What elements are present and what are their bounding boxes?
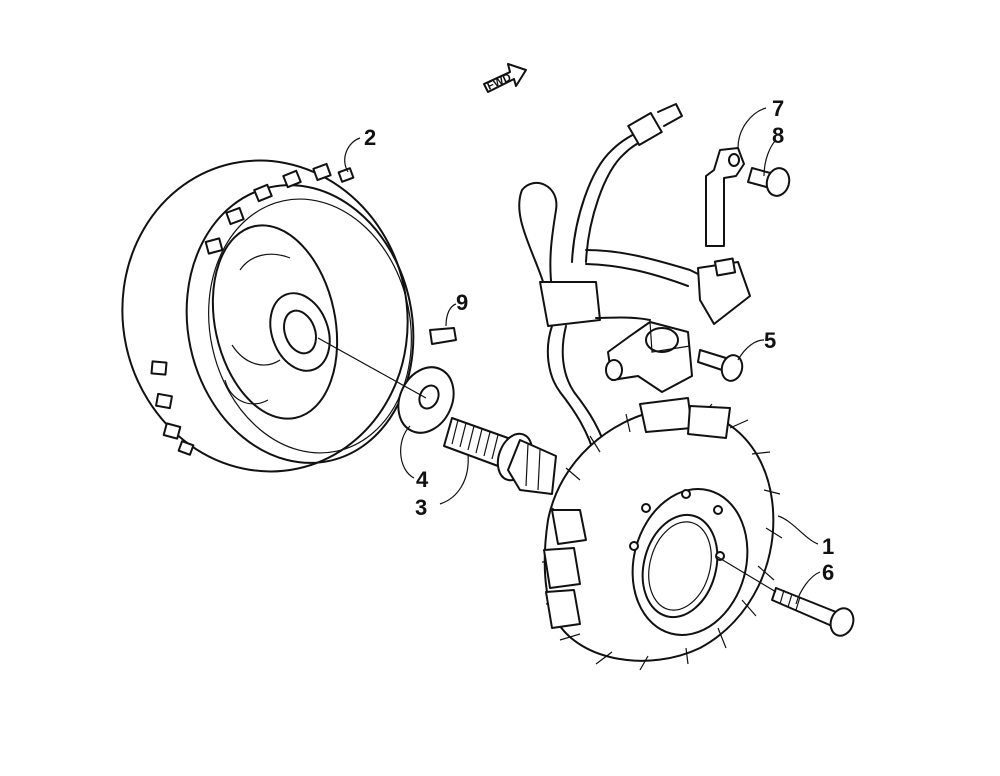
pulser-coil[interactable]: [605, 321, 693, 393]
flange-bolt[interactable]: [443, 417, 557, 495]
leader-line-7: [737, 107, 767, 149]
leader-line-2: [344, 137, 361, 173]
callout-4: 4: [416, 467, 429, 492]
callout-2: 2: [364, 125, 376, 150]
leader-line-4: [400, 425, 415, 479]
stator[interactable]: [542, 397, 783, 671]
washer[interactable]: [388, 358, 464, 442]
woodruff-key[interactable]: [429, 327, 457, 345]
bracket-hole: [728, 153, 740, 167]
flywheel-rotor[interactable]: [94, 134, 439, 498]
callout-9: 9: [456, 290, 468, 315]
leader-line-1: [777, 515, 819, 545]
callout-6: 6: [822, 560, 834, 585]
leader-line-9: [445, 303, 457, 327]
leader-line-5: [737, 339, 765, 361]
callout-3: 3: [415, 495, 427, 520]
callout-5: 5: [764, 328, 776, 353]
leader-line-6: [795, 571, 821, 605]
callout-1: 1: [822, 534, 834, 559]
fwd-label: FWD: [485, 72, 513, 93]
callout-7: 7: [772, 96, 784, 121]
leader-line-3: [439, 453, 469, 505]
clamp-bracket[interactable]: [705, 147, 745, 247]
callout-8: 8: [772, 123, 784, 148]
stator-screw[interactable]: [771, 587, 857, 639]
fwd-arrow-icon: FWD: [483, 63, 527, 93]
pulser-screw[interactable]: [697, 349, 745, 383]
leader-line-8: [763, 139, 777, 177]
bracket-screw[interactable]: [747, 166, 792, 199]
